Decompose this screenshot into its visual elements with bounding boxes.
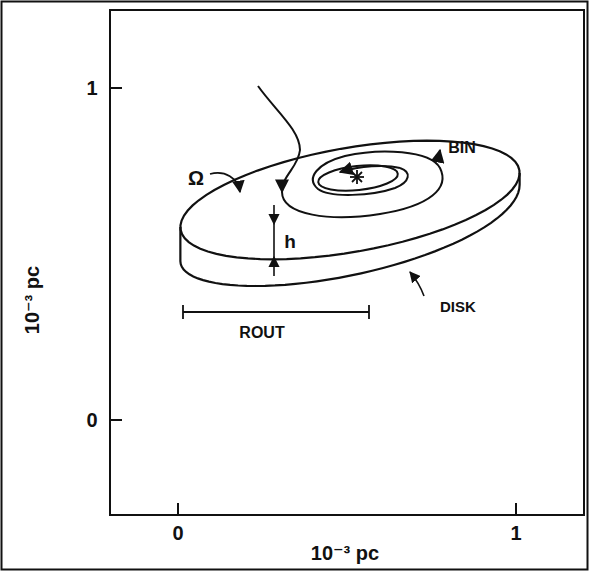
disk-leader <box>410 272 424 296</box>
thickness-marker <box>273 205 275 276</box>
rotation-label: Ω <box>188 168 204 188</box>
radius-bracket <box>183 305 369 319</box>
tick-label: 1 <box>86 78 97 98</box>
axis-ticks <box>110 88 516 515</box>
disk-top <box>180 141 519 260</box>
central-star <box>350 170 364 184</box>
thickness-label: h <box>284 232 296 251</box>
disk-label: DISK <box>440 299 476 314</box>
plot-frame <box>110 10 584 515</box>
tick-label: 0 <box>86 410 97 430</box>
radius-label: ROUT <box>239 325 284 341</box>
inner-orbit <box>317 162 399 194</box>
tick-label: 1 <box>510 523 521 543</box>
axis-title: 10⁻³ pc <box>311 543 379 563</box>
rotation-arrow <box>210 173 240 192</box>
disk-outline <box>180 141 519 286</box>
axis-title: 10⁻³ pc <box>22 266 42 334</box>
field-line <box>258 86 443 217</box>
field-label: BIN <box>448 140 476 156</box>
tick-label: 0 <box>172 523 183 543</box>
